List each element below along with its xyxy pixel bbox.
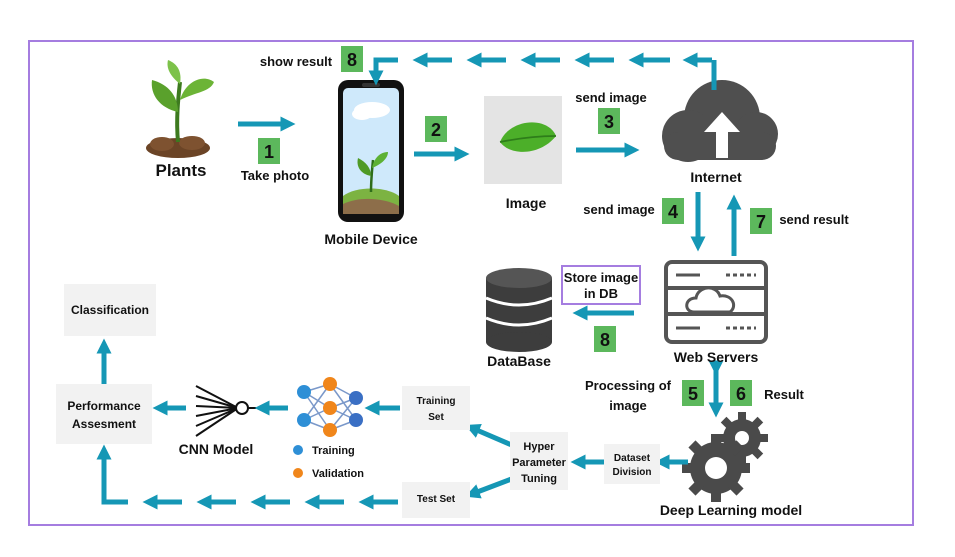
badge-5: 5: [682, 380, 704, 406]
show-result-arrow: [368, 52, 717, 90]
classification-label: Classification: [71, 303, 149, 317]
plants-label: Plants: [155, 161, 206, 180]
badge-1: 1: [258, 138, 280, 164]
svg-text:8: 8: [600, 330, 610, 350]
badge-6: 6: [730, 380, 752, 406]
validation-legend-dot: [293, 468, 303, 478]
badge-4: 4: [662, 198, 684, 224]
svg-text:7: 7: [756, 212, 766, 232]
svg-text:3: 3: [604, 112, 614, 132]
svg-text:6: 6: [736, 384, 746, 404]
training-set-label-1: Training: [417, 396, 456, 407]
gears-icon: [682, 412, 768, 502]
hyper-label-2: Parameter: [512, 457, 567, 469]
processing-label-1: Processing of: [585, 378, 672, 393]
send-image-4-label: send image: [583, 202, 655, 217]
leaf-image-icon: [484, 96, 562, 184]
store-image-label-2: in DB: [584, 286, 618, 301]
cloud-upload-icon: [662, 80, 778, 162]
svg-text:8: 8: [347, 50, 357, 70]
svg-text:4: 4: [668, 202, 678, 222]
processing-label-2: image: [609, 398, 647, 413]
deep-learning-label: Deep Learning model: [660, 502, 802, 518]
send-image-3-label: send image: [575, 90, 647, 105]
badge-3: 3: [598, 108, 620, 134]
result-label: Result: [764, 387, 804, 402]
step-badges: 1 2 3 4 7 8 8 5 6: [258, 46, 772, 406]
show-result-label: show result: [260, 54, 333, 69]
test-set-label: Test Set: [417, 494, 456, 505]
badge-2: 2: [425, 116, 447, 142]
web-servers-label: Web Servers: [674, 349, 759, 365]
store-image-label-1: Store image: [564, 270, 638, 285]
cnn-model-icon: [195, 385, 256, 437]
training-set-box: [402, 386, 470, 430]
training-legend-label: Training: [312, 445, 355, 457]
store-image-box: [561, 265, 641, 305]
database-icon: [485, 268, 553, 352]
performance-box: [56, 384, 152, 444]
badge-8-top: 8: [341, 46, 363, 72]
internet-label: Internet: [690, 169, 742, 185]
badge-7: 7: [750, 208, 772, 234]
send-result-label: send result: [779, 212, 849, 227]
dataset-label-2: Division: [613, 467, 652, 478]
database-label: DataBase: [487, 353, 551, 369]
hyper-box: [510, 432, 568, 490]
training-set-label-2: Set: [428, 412, 444, 423]
mobile-device-label: Mobile Device: [324, 231, 418, 247]
dataset-label-1: Dataset: [614, 453, 651, 464]
svg-text:1: 1: [264, 142, 274, 162]
training-legend-dot: [293, 445, 303, 455]
dataset-box: [604, 444, 660, 484]
arrows: [96, 52, 742, 510]
test-set-box: [402, 482, 470, 518]
nn-legend: Training Validation: [293, 445, 364, 480]
badge-8-db: 8: [594, 326, 616, 352]
plant-icon: [146, 60, 214, 158]
neural-network-icon: [297, 377, 363, 437]
mobile-device-icon: [338, 80, 404, 222]
take-photo-label: Take photo: [241, 168, 309, 183]
performance-label-2: Assesment: [72, 417, 136, 431]
cnn-model-label: CNN Model: [179, 441, 254, 457]
svg-text:2: 2: [431, 120, 441, 140]
performance-label-1: Performance: [67, 399, 141, 413]
svg-text:5: 5: [688, 384, 698, 404]
validation-legend-label: Validation: [312, 468, 364, 480]
diagram-frame: [28, 40, 914, 526]
hyper-label-1: Hyper: [523, 441, 555, 453]
image-label: Image: [506, 195, 547, 211]
hyper-label-3: Tuning: [521, 473, 557, 485]
classification-box: [64, 284, 156, 336]
web-servers-icon: [664, 260, 768, 344]
